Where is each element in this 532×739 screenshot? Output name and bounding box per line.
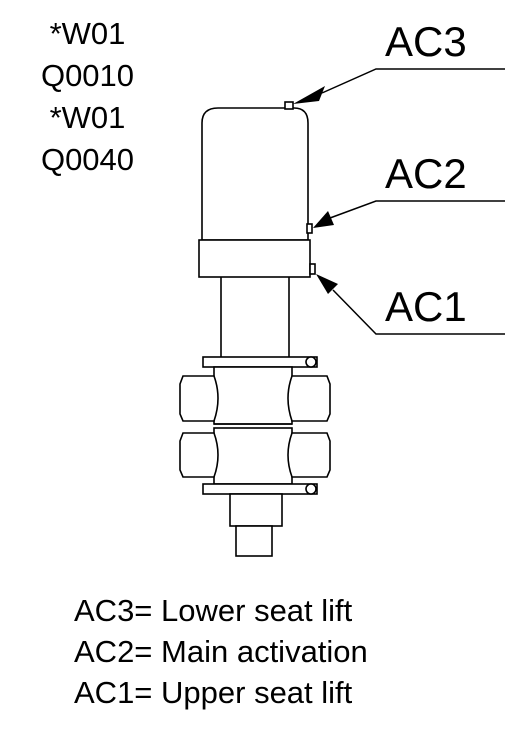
ac2-connector <box>306 223 313 234</box>
code-label-1: *W01 <box>49 16 126 51</box>
legend-ac3: AC3= Lower seat lift <box>74 593 353 628</box>
lower-clamp-left <box>179 432 219 478</box>
ac1-leader <box>332 289 505 335</box>
lower-flange-bolt <box>305 483 317 495</box>
code-label-4: Q0040 <box>40 142 135 177</box>
upper-flange <box>202 356 318 368</box>
ac1-arrow <box>316 274 338 294</box>
upper-flange-bolt <box>305 356 317 368</box>
callout-ac1: AC1 <box>385 283 467 330</box>
lower-flange <box>202 483 318 495</box>
callout-ac3: AC3 <box>385 18 467 65</box>
legend-ac1: AC1= Upper seat lift <box>74 675 353 710</box>
ac3-connector <box>284 101 294 110</box>
ac2-leader <box>329 200 505 219</box>
ac2-arrow <box>313 211 334 228</box>
ac3-arrow <box>293 86 325 104</box>
actuator-housing <box>201 107 309 241</box>
legend-ac2: AC2= Main activation <box>74 634 368 669</box>
lower-clamp-right <box>287 432 331 478</box>
lower-stem <box>229 493 283 527</box>
ac1-connector <box>309 263 316 275</box>
ac3-leader <box>321 68 505 94</box>
upper-clamp-right <box>287 375 331 422</box>
code-label-3: *W01 <box>49 100 126 135</box>
upper-clamp-left <box>179 375 219 422</box>
actuator-band <box>198 239 311 278</box>
stem-tip <box>235 525 273 557</box>
code-label-2: Q0010 <box>40 58 135 93</box>
callout-ac2: AC2 <box>385 150 467 197</box>
